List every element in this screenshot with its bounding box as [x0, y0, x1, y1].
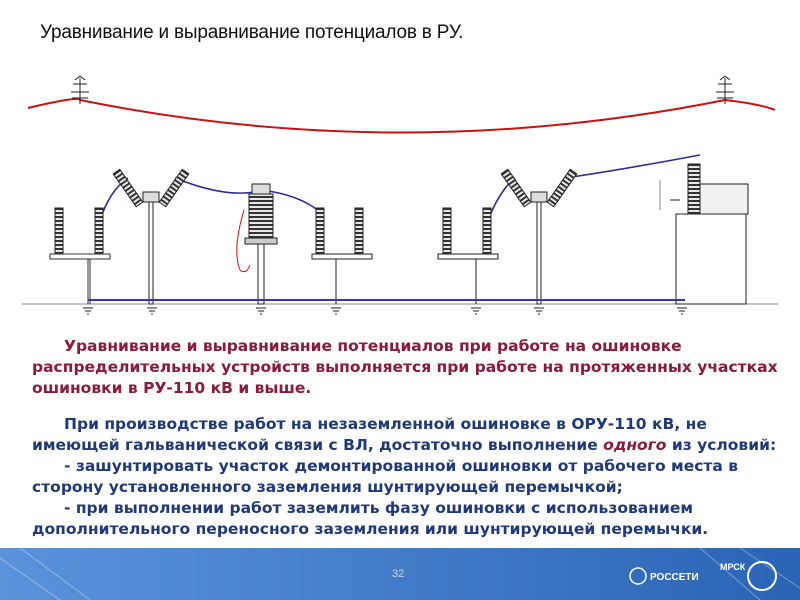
page-number: 32	[392, 568, 405, 580]
slide-title: Уравнивание и выравнивание потенциалов в…	[40, 22, 464, 43]
condition-bullet-1: - зашунтировать участок демонтированной …	[32, 456, 784, 498]
disconnector-icon	[500, 168, 578, 305]
post-insulator-icon	[311, 207, 373, 304]
overhead-line	[27, 98, 776, 134]
logo-mrsk-text: МРСК	[720, 562, 746, 572]
power-transformer-icon	[659, 163, 749, 305]
left-pole-icon	[71, 75, 89, 104]
support-frame	[49, 253, 111, 304]
ground-icon	[83, 307, 687, 315]
paragraph-equalization: Уравнивание и выравнивание потенциалов п…	[32, 336, 784, 399]
paragraph-conditions: При производстве работ на незаземленной …	[32, 414, 784, 540]
post-insulator-icon	[54, 207, 104, 255]
paragraph2-emphasis: одного	[603, 436, 667, 454]
paragraph2-intro-part1: При производстве работ на незаземленной …	[32, 415, 707, 454]
paragraph1-text: Уравнивание и выравнивание потенциалов п…	[32, 337, 778, 397]
post-insulator-icon	[437, 207, 499, 304]
disconnector-icon	[112, 168, 190, 305]
bullet1-text: - зашунтировать участок демонтированной …	[32, 457, 739, 496]
paragraph2-intro-part2: из условий:	[671, 436, 777, 454]
busbar-conductor	[99, 154, 701, 221]
footer-band	[0, 548, 800, 600]
logo-icon	[747, 561, 777, 591]
substation-diagram	[22, 75, 778, 315]
current-transformer-icon	[236, 183, 278, 305]
logo-icon-2	[629, 567, 647, 585]
condition-bullet-2: - при выполнении работ заземлить фазу ош…	[32, 498, 784, 540]
logo-rosseti-text: РОССЕТИ	[650, 572, 699, 583]
bullet2-text: - при выполнении работ заземлить фазу ош…	[32, 499, 709, 538]
right-pole-icon	[716, 75, 734, 104]
